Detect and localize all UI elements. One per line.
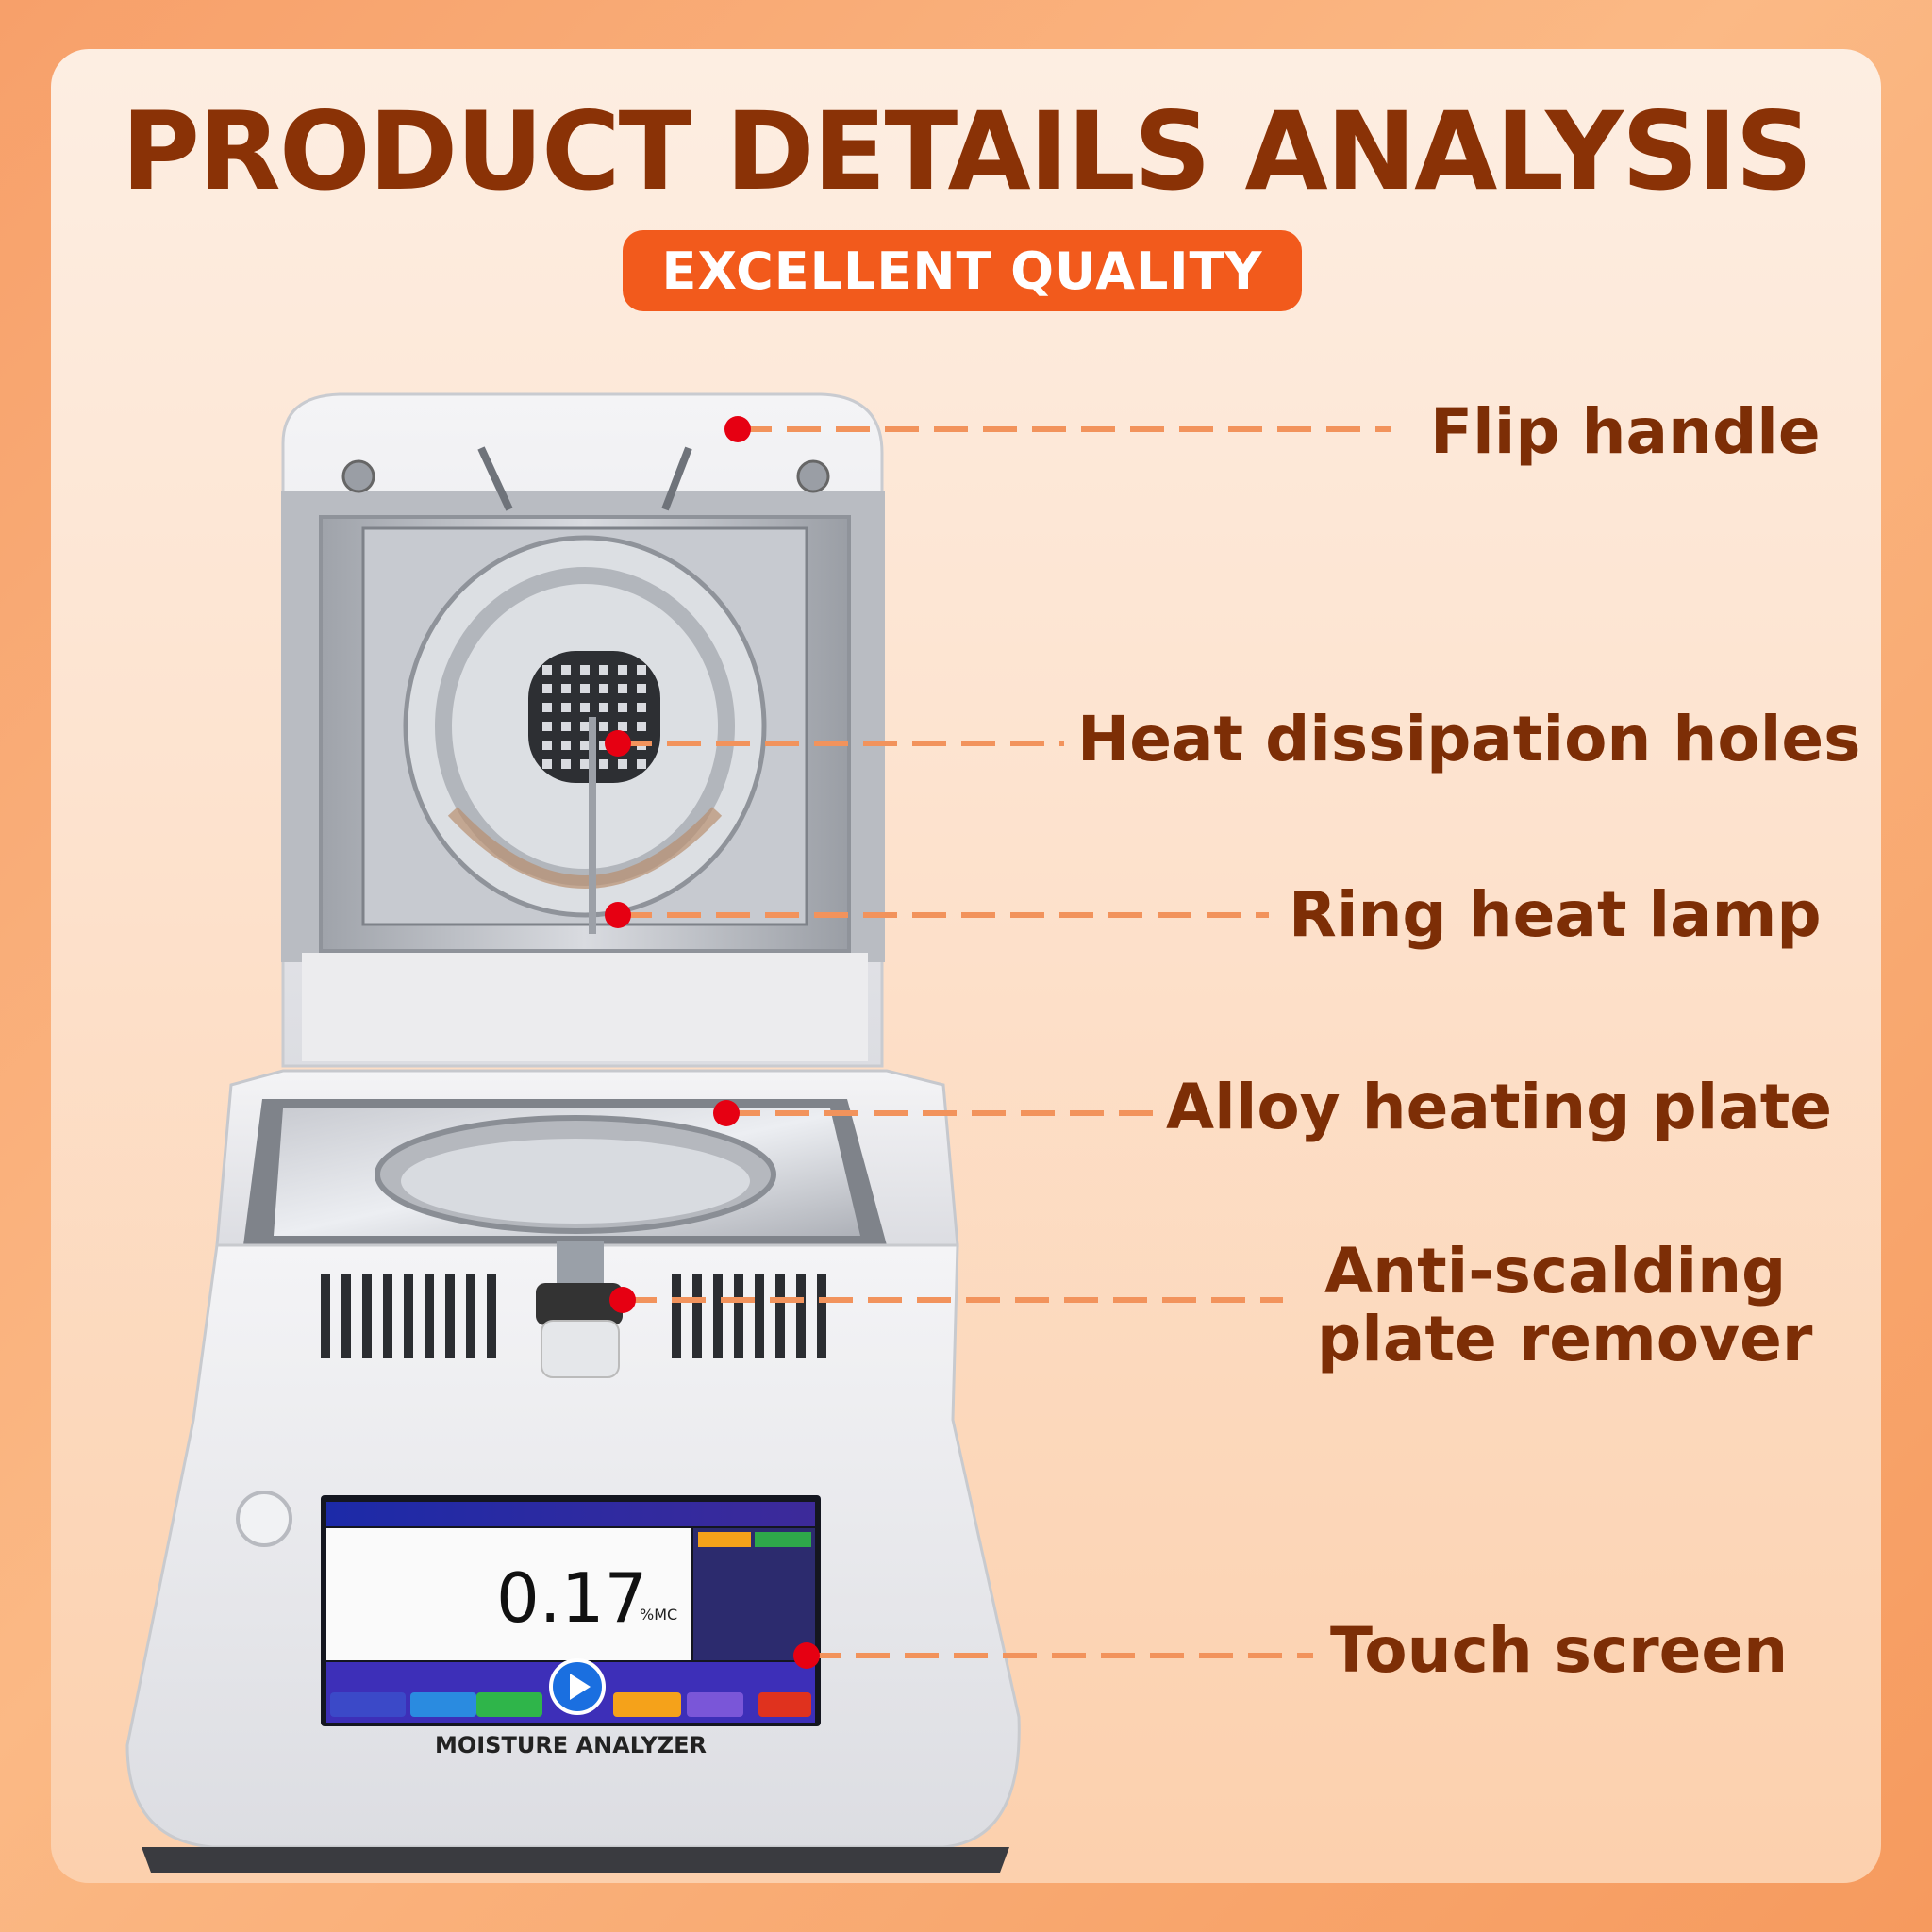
leader-lines [618, 426, 1391, 1658]
callout-heat-dissipation-holes: Heat dissipation holes [1077, 703, 1861, 775]
callout-touch-screen: Touch screen [1330, 1614, 1789, 1687]
sample-chamber [215, 1069, 959, 1247]
marker-dots [605, 416, 820, 1669]
callout-anti-scalding-line1: Anti-scalding [1324, 1235, 1787, 1307]
callout-alloy-heating-plate: Alloy heating plate [1166, 1071, 1833, 1143]
callout-flip-handle: Flip handle [1430, 395, 1821, 468]
callout-ring-heat-lamp: Ring heat lamp [1289, 878, 1822, 951]
moisture-reading: 0.17 [496, 1558, 648, 1638]
flip-lid [281, 392, 885, 1068]
quality-badge: EXCELLENT QUALITY [623, 230, 1302, 311]
page-title: PRODUCT DETAILS ANALYSIS [121, 89, 1813, 214]
touch-screen-display [321, 1495, 821, 1726]
moisture-unit: %MC [640, 1606, 678, 1624]
callout-anti-scalding-line2: plate remover [1317, 1303, 1813, 1375]
model-label: MOISTURE ANALYZER [434, 1732, 708, 1758]
